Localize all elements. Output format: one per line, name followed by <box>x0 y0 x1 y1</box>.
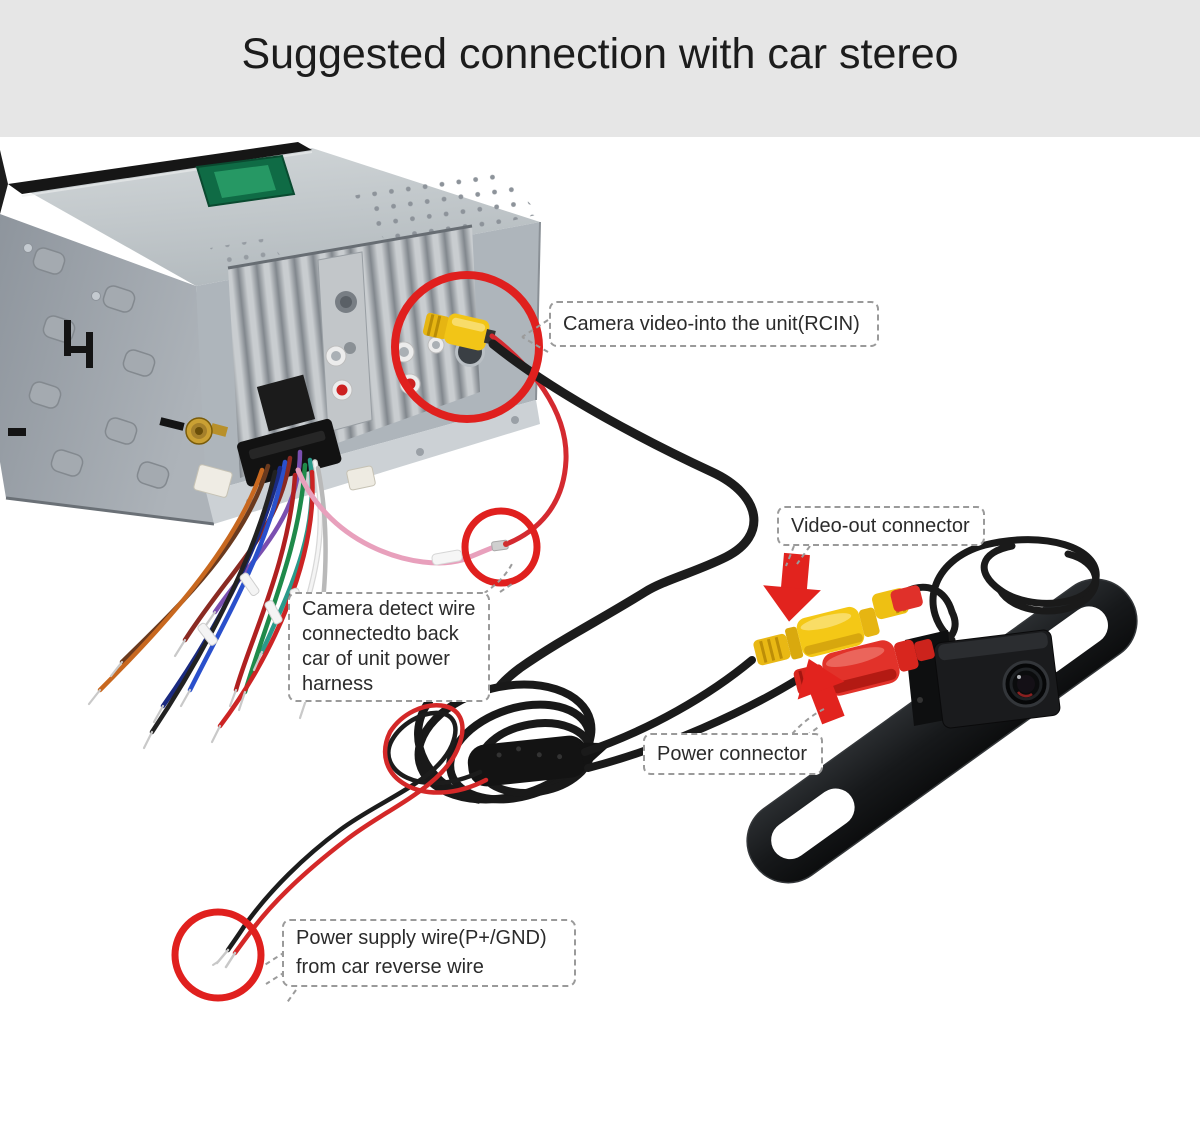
callout-camera-detect-line: harness <box>302 673 374 695</box>
callout-video-out: Video-out connector <box>777 506 985 546</box>
video-cable <box>488 339 759 691</box>
vent-holes <box>352 168 540 250</box>
video-out-arrow-icon <box>763 552 821 622</box>
red-plug-tip <box>890 585 923 612</box>
callout-rcin-text: Camera video-into the unit(RCIN) <box>563 312 860 335</box>
antenna-connector <box>185 417 229 445</box>
mounting-cage <box>0 214 215 526</box>
connector-block <box>256 374 316 432</box>
callout-power-supply-line: from car reverse wire <box>296 956 484 978</box>
highlight-power-wire-circle <box>171 908 265 1002</box>
page-title: Suggested connection with car stereo <box>241 30 959 78</box>
pcb-window <box>195 154 296 208</box>
car-stereo-unit <box>0 142 541 526</box>
detect-wire-junction <box>491 539 509 552</box>
callout-rcin: Camera video-into the unit(RCIN) <box>549 301 879 347</box>
backup-camera <box>905 629 1061 729</box>
power-connector-arrow-icon <box>797 658 845 725</box>
callout-camera-detect-line: car of unit power <box>302 648 450 670</box>
callout-pointer-power-supply <box>262 951 297 1005</box>
rcin-plug <box>422 312 496 351</box>
video-branch-cable <box>581 656 756 756</box>
callout-pointer-video-out <box>785 545 811 567</box>
callout-power-supply-line: Power supply wire(P+/GND) <box>296 927 547 949</box>
power-branch-cable <box>584 674 804 772</box>
rear-panel <box>185 221 541 524</box>
molex-connector <box>193 464 376 498</box>
highlight-detect-junction-circle <box>461 507 541 587</box>
callout-camera-detect: Camera detect wire connectedto back car … <box>288 592 490 702</box>
top-face <box>0 142 540 303</box>
callout-power-supply: Power supply wire(P+/GND) from car rever… <box>282 919 576 987</box>
callout-power-connector-text: Power connector <box>657 742 808 765</box>
front-edge <box>8 142 312 194</box>
detect-wire-sleeve <box>431 549 463 566</box>
camera-lens <box>1002 660 1050 708</box>
header-band <box>0 0 1200 137</box>
callout-camera-detect-line: Camera detect wire <box>302 598 476 620</box>
callout-power-connector: Power connector <box>643 733 823 775</box>
callout-video-out-text: Video-out connector <box>791 514 970 537</box>
callout-camera-detect-line: connectedto back <box>302 623 459 645</box>
